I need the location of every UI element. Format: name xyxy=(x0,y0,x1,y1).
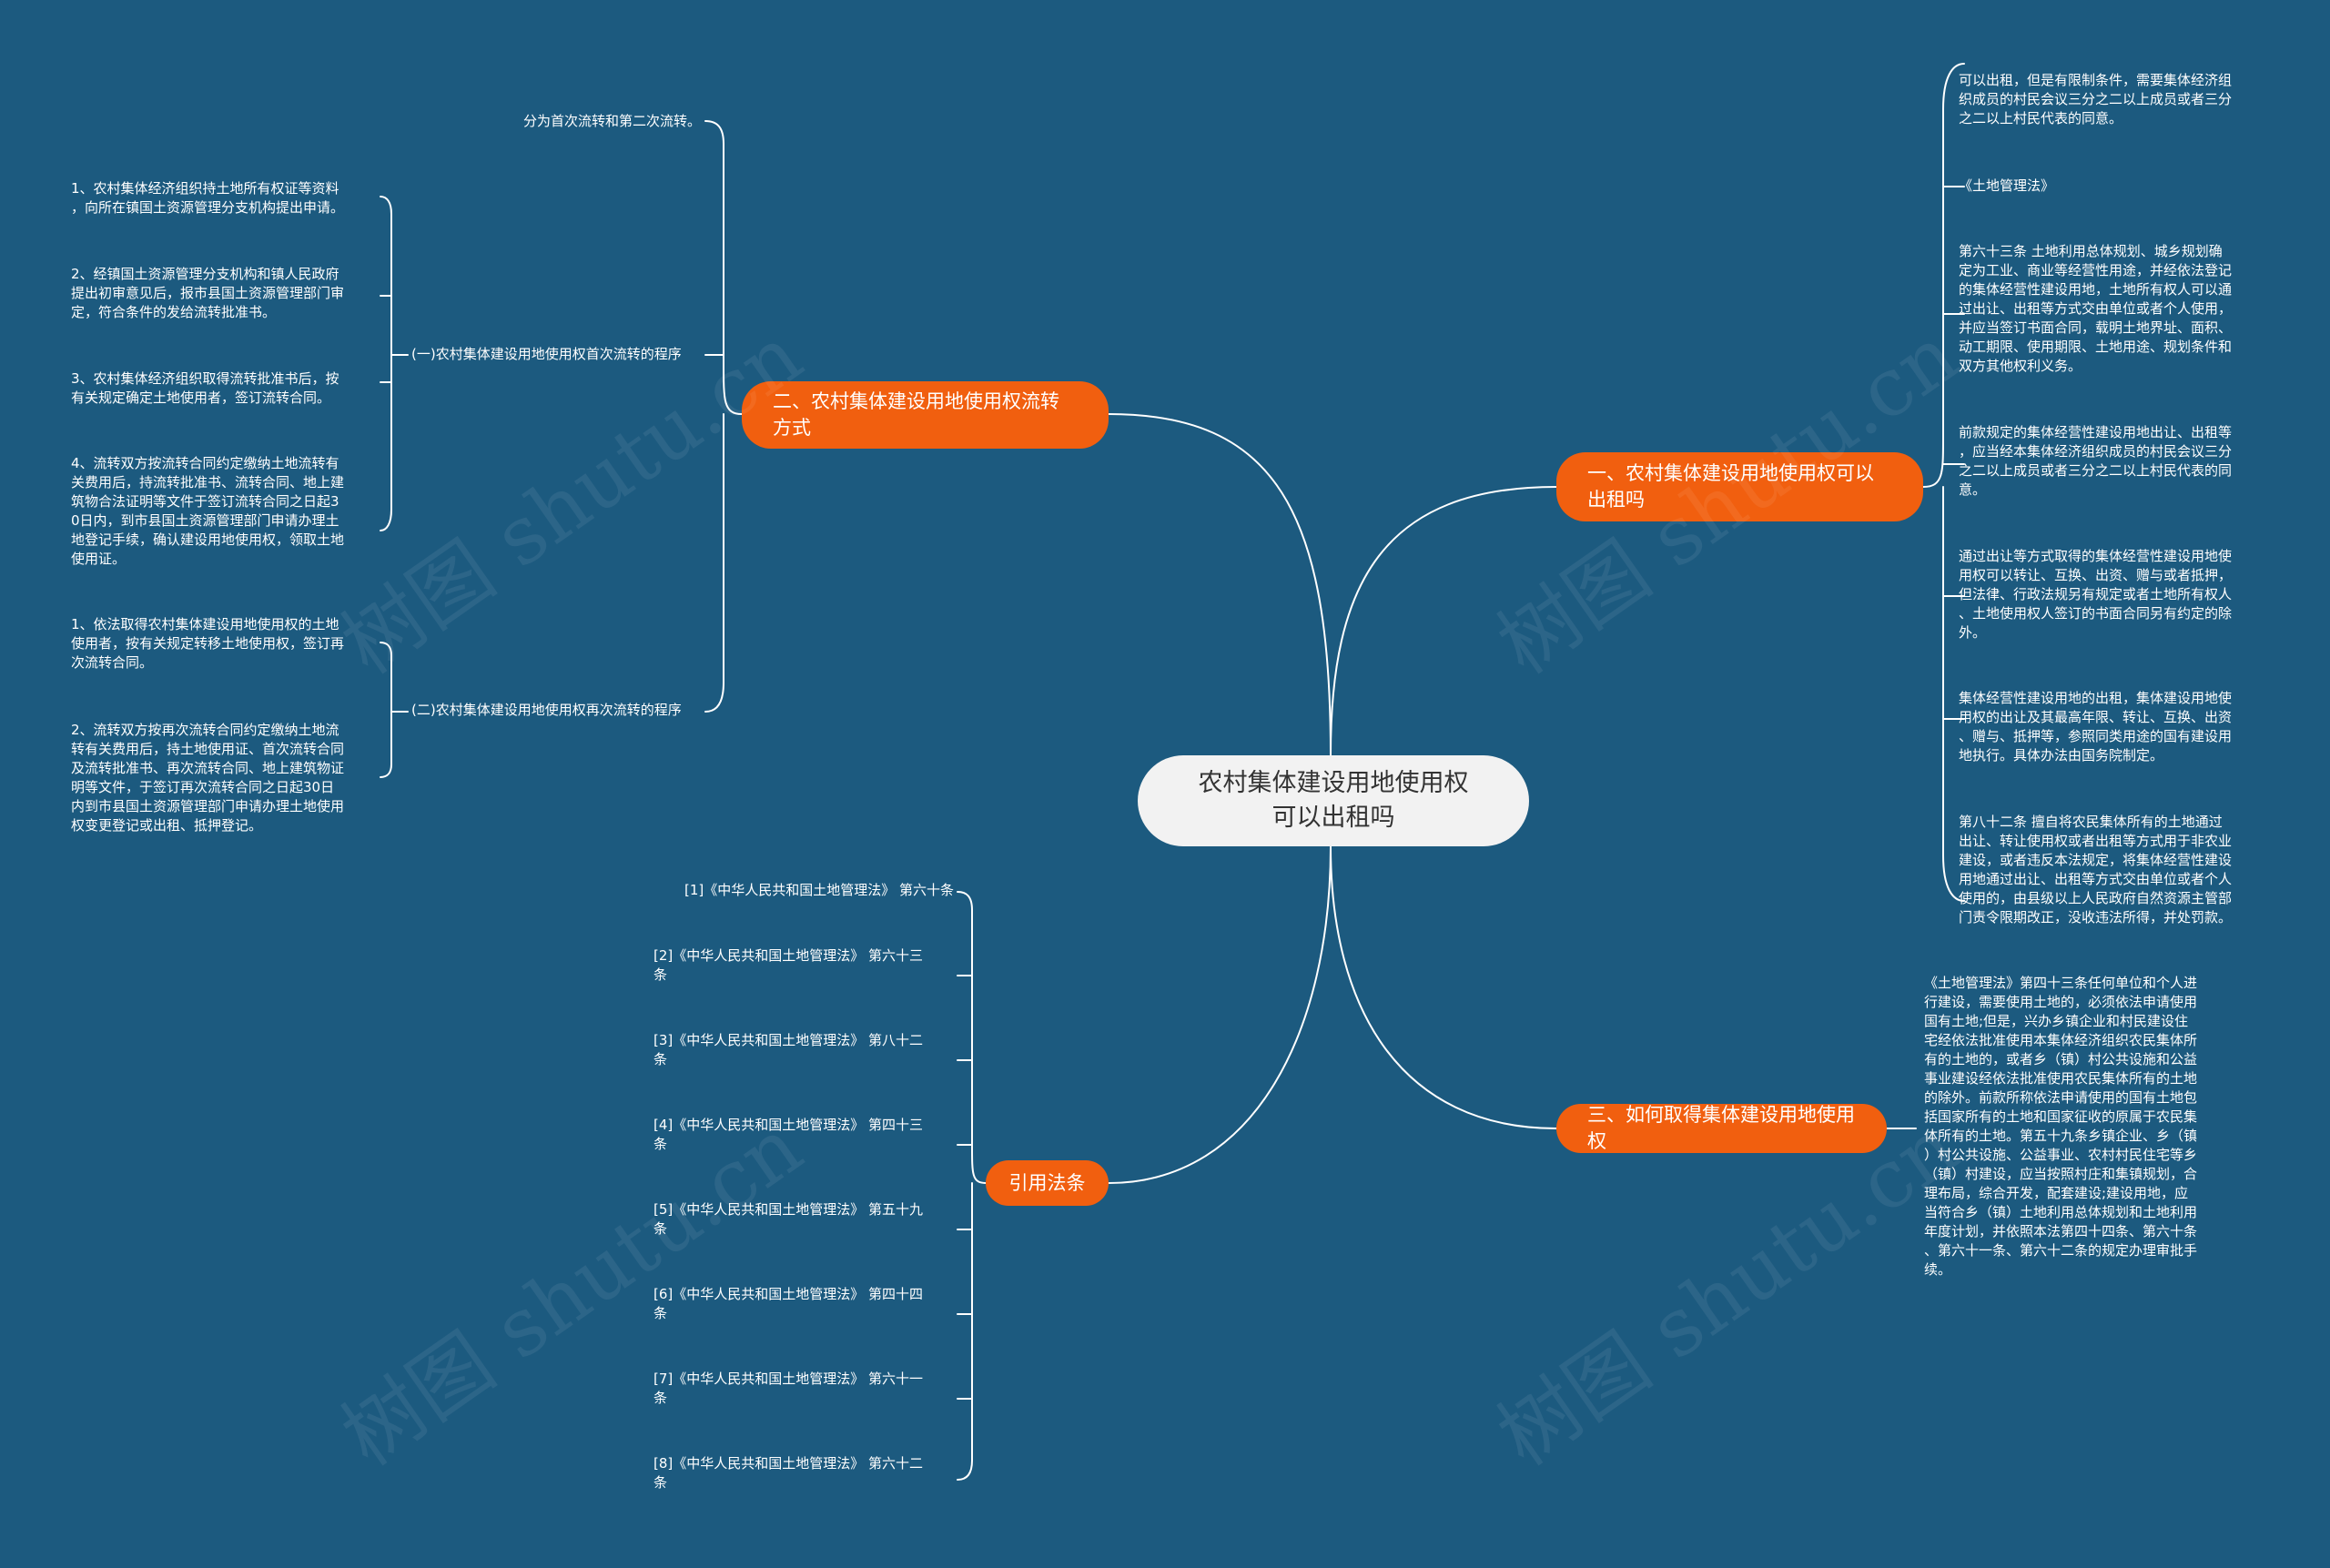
connector-root-b2 xyxy=(1108,413,1332,756)
leaf-law-ref-2: [2]《中华人民共和国土地管理法》 第六十三 条 xyxy=(653,947,924,983)
leaf-law-ref-4: [4]《中华人民共和国土地管理法》 第四十三 条 xyxy=(653,1117,924,1152)
branch-label: 三、如何取得集体建设用地使用权 xyxy=(1587,1104,1855,1152)
leaf-sub1-step2: 2、经镇国土资源管理分支机构和镇人民政府 提出初审意见后，报市县国土资源管理部门… xyxy=(71,266,345,320)
branch-how-to-obtain[interactable]: 三、如何取得集体建设用地使用权 xyxy=(1556,1104,1887,1153)
connector-root-b1 xyxy=(1330,486,1557,756)
branch-circulation-methods[interactable]: 二、农村集体建设用地使用权流转方式 xyxy=(742,381,1109,449)
leaf-b1-7: 第八十二条 擅自将农民集体所有的土地通过 出让、转让使用权或者出租等方式用于非农… xyxy=(1959,814,2233,926)
connector-b2-bracket xyxy=(704,120,743,713)
branch-label: 一、农村集体建设用地使用权可以出租吗 xyxy=(1587,462,1874,511)
leaf-b1-6: 集体经营性建设用地的出租，集体建设用地使 用权的出让及其最高年限、转让、互换、出… xyxy=(1959,690,2233,764)
leaf-law-ref-1: [1]《中华人民共和国土地管理法》 第六十条 xyxy=(684,882,954,898)
leaf-law-ref-3: [3]《中华人民共和国土地管理法》 第八十二 条 xyxy=(653,1032,924,1067)
branch-can-lease[interactable]: 一、农村集体建设用地使用权可以出租吗 xyxy=(1556,452,1923,521)
branch-label: 二、农村集体建设用地使用权流转方式 xyxy=(773,390,1059,439)
leaf-b1-5: 通过出让等方式取得的集体经营性建设用地使 用权可以转让、互换、出资、赠与或者抵押… xyxy=(1959,548,2233,641)
leaf-b1-1: 可以出租，但是有限制条件，需要集体经济组 织成员的村民会议三分之二以上成员或者三… xyxy=(1959,72,2233,126)
leaf-law-ref-6: [6]《中华人民共和国土地管理法》 第四十四 条 xyxy=(653,1286,924,1321)
leaf-b2-sub2: (二)农村集体建设用地使用权再次流转的程序 xyxy=(411,702,682,718)
leaf-b1-4: 前款规定的集体经营性建设用地出让、出租等 ，应当经本集体经济组织成员的村民会议三… xyxy=(1959,424,2233,498)
leaf-sub1-step3: 3、农村集体经济组织取得流转批准书后，按 有关规定确定土地使用者，签订流转合同。 xyxy=(71,370,339,406)
connector-sub2-bracket xyxy=(380,642,409,778)
leaf-b2-sub1: (一)农村集体建设用地使用权首次流转的程序 xyxy=(411,346,682,362)
branch-label: 引用法条 xyxy=(1008,1171,1086,1194)
connector-b4-bracket xyxy=(957,891,987,1481)
root-title: 农村集体建设用地使用权 可以出租吗 xyxy=(1198,769,1469,832)
leaf-b1-3: 第六十三条 土地利用总体规划、城乡规划确 定为工业、商业等经营性用途，并经依法登… xyxy=(1959,243,2233,374)
leaf-sub2-step2: 2、流转双方按再次流转合同约定缴纳土地流 转有关费用后，持土地使用证、首次流转合… xyxy=(71,722,345,834)
leaf-b2-intro: 分为首次流转和第二次流转。 xyxy=(522,113,701,129)
connector-root-b4 xyxy=(1108,845,1332,1184)
leaf-sub2-step1: 1、依法取得农村集体建设用地使用权的土地 使用者，按有关规定转移土地使用权，签订… xyxy=(71,616,345,671)
connector-sub1-bracket xyxy=(380,196,409,531)
leaf-sub1-step4: 4、流转双方按流转合同约定缴纳土地流转有 关费用后，持流转批准书、流转合同、地上… xyxy=(71,455,345,567)
leaf-law-ref-8: [8]《中华人民共和国土地管理法》 第六十二 条 xyxy=(653,1455,924,1491)
leaf-law-ref-5: [5]《中华人民共和国土地管理法》 第五十九 条 xyxy=(653,1201,924,1237)
branch-cited-laws[interactable]: 引用法条 xyxy=(986,1160,1109,1206)
leaf-b1-2: 《土地管理法》 xyxy=(1959,177,2055,194)
leaf-sub1-step1: 1、农村集体经济组织持土地所有权证等资料 ，向所在镇国土资源管理分支机构提出申请… xyxy=(71,180,345,216)
leaf-law-ref-7: [7]《中华人民共和国土地管理法》 第六十一 条 xyxy=(653,1371,924,1406)
leaf-b3-law-text: 《土地管理法》第四十三条任何单位和个人进 行建设，需要使用土地的，必须依法申请使… xyxy=(1924,975,2198,1278)
root-topic[interactable]: 农村集体建设用地使用权 可以出租吗 xyxy=(1138,755,1529,846)
connector-root-b3 xyxy=(1330,845,1557,1129)
connector-b1-bracket xyxy=(1922,63,1965,902)
